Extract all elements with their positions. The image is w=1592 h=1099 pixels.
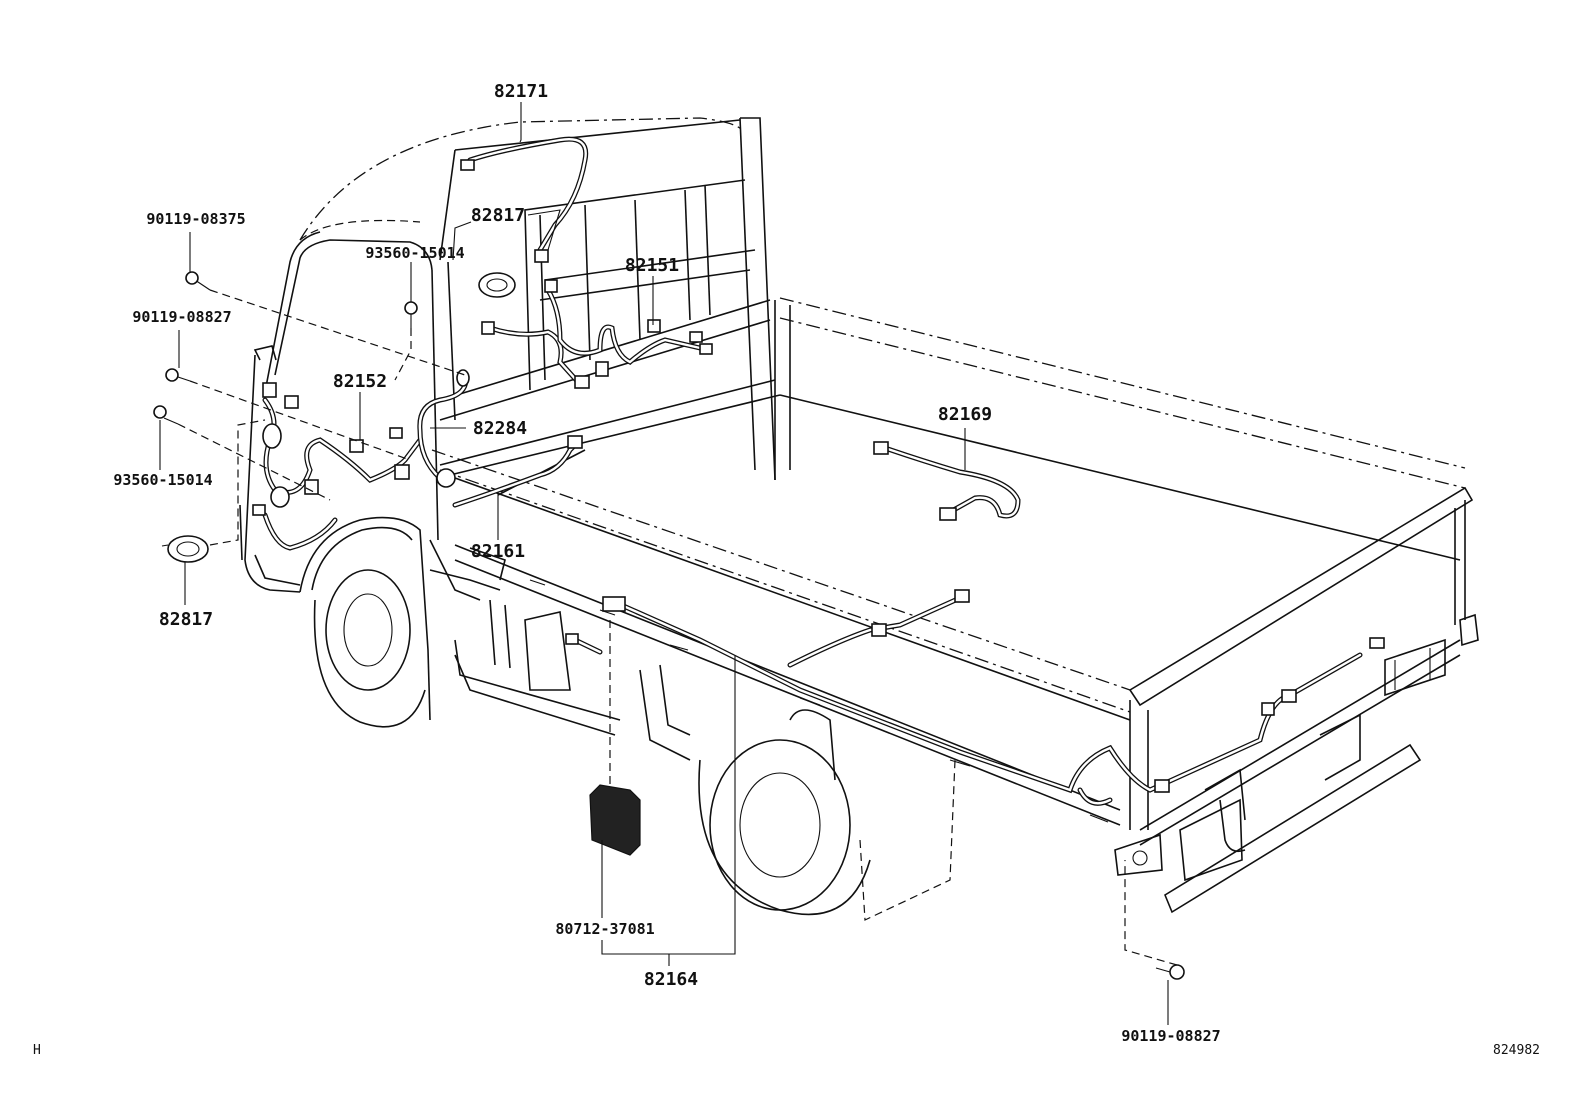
harness-82169 [873, 441, 1021, 521]
harness-82164 [565, 589, 1385, 806]
callout-82817-bottom: 82817 [159, 609, 213, 630]
callout-82152: 82152 [333, 371, 387, 392]
figure-number: 824982 [1493, 1043, 1540, 1058]
callout-82151: 82151 [625, 255, 679, 276]
callout-93560-15014-left: 93560-15014 [113, 471, 212, 489]
harness-82161 [452, 435, 583, 508]
callout-80712-37081: 80712-37081 [555, 920, 654, 938]
callout-93560-15014-top: 93560-15014 [365, 244, 464, 262]
callout-82164: 82164 [644, 969, 698, 990]
truck-chassis [454, 599, 1479, 921]
leader-lines [159, 102, 1169, 1025]
harness-82284 [417, 369, 470, 488]
front-wheel [313, 569, 426, 728]
callout-82817-top: 82817 [471, 205, 525, 226]
callout-82161: 82161 [471, 541, 525, 562]
callout-82171: 82171 [494, 81, 548, 102]
bolt-90119-08827-left [165, 368, 411, 461]
corner-code-left: H [33, 1043, 41, 1058]
callout-90119-08827-bottom: 90119-08827 [1121, 1027, 1220, 1045]
harness-82152 [252, 382, 423, 551]
bolt-90119-08827-bottom [1124, 860, 1185, 980]
truck-cab [239, 117, 776, 728]
harness-82151 [481, 279, 713, 389]
screw-93560-15014-top [394, 301, 418, 381]
callout-labels: 82171 82817 82151 90119-08375 93560-1501… [113, 81, 1220, 1045]
rear-wheel [698, 709, 956, 921]
callout-90119-08827-left: 90119-08827 [132, 308, 231, 326]
grommet-82817-top [478, 272, 516, 298]
bolt-90119-08375 [185, 271, 466, 376]
grommet-82817-bottom [161, 419, 266, 563]
callout-82284: 82284 [473, 418, 527, 439]
harness-82171 [460, 136, 589, 263]
relay-block-80712-37081 [589, 620, 641, 856]
screw-93560-15014-left [153, 405, 331, 501]
callout-90119-08375: 90119-08375 [146, 210, 245, 228]
callout-82169: 82169 [938, 404, 992, 425]
truck-bed [431, 297, 1474, 846]
